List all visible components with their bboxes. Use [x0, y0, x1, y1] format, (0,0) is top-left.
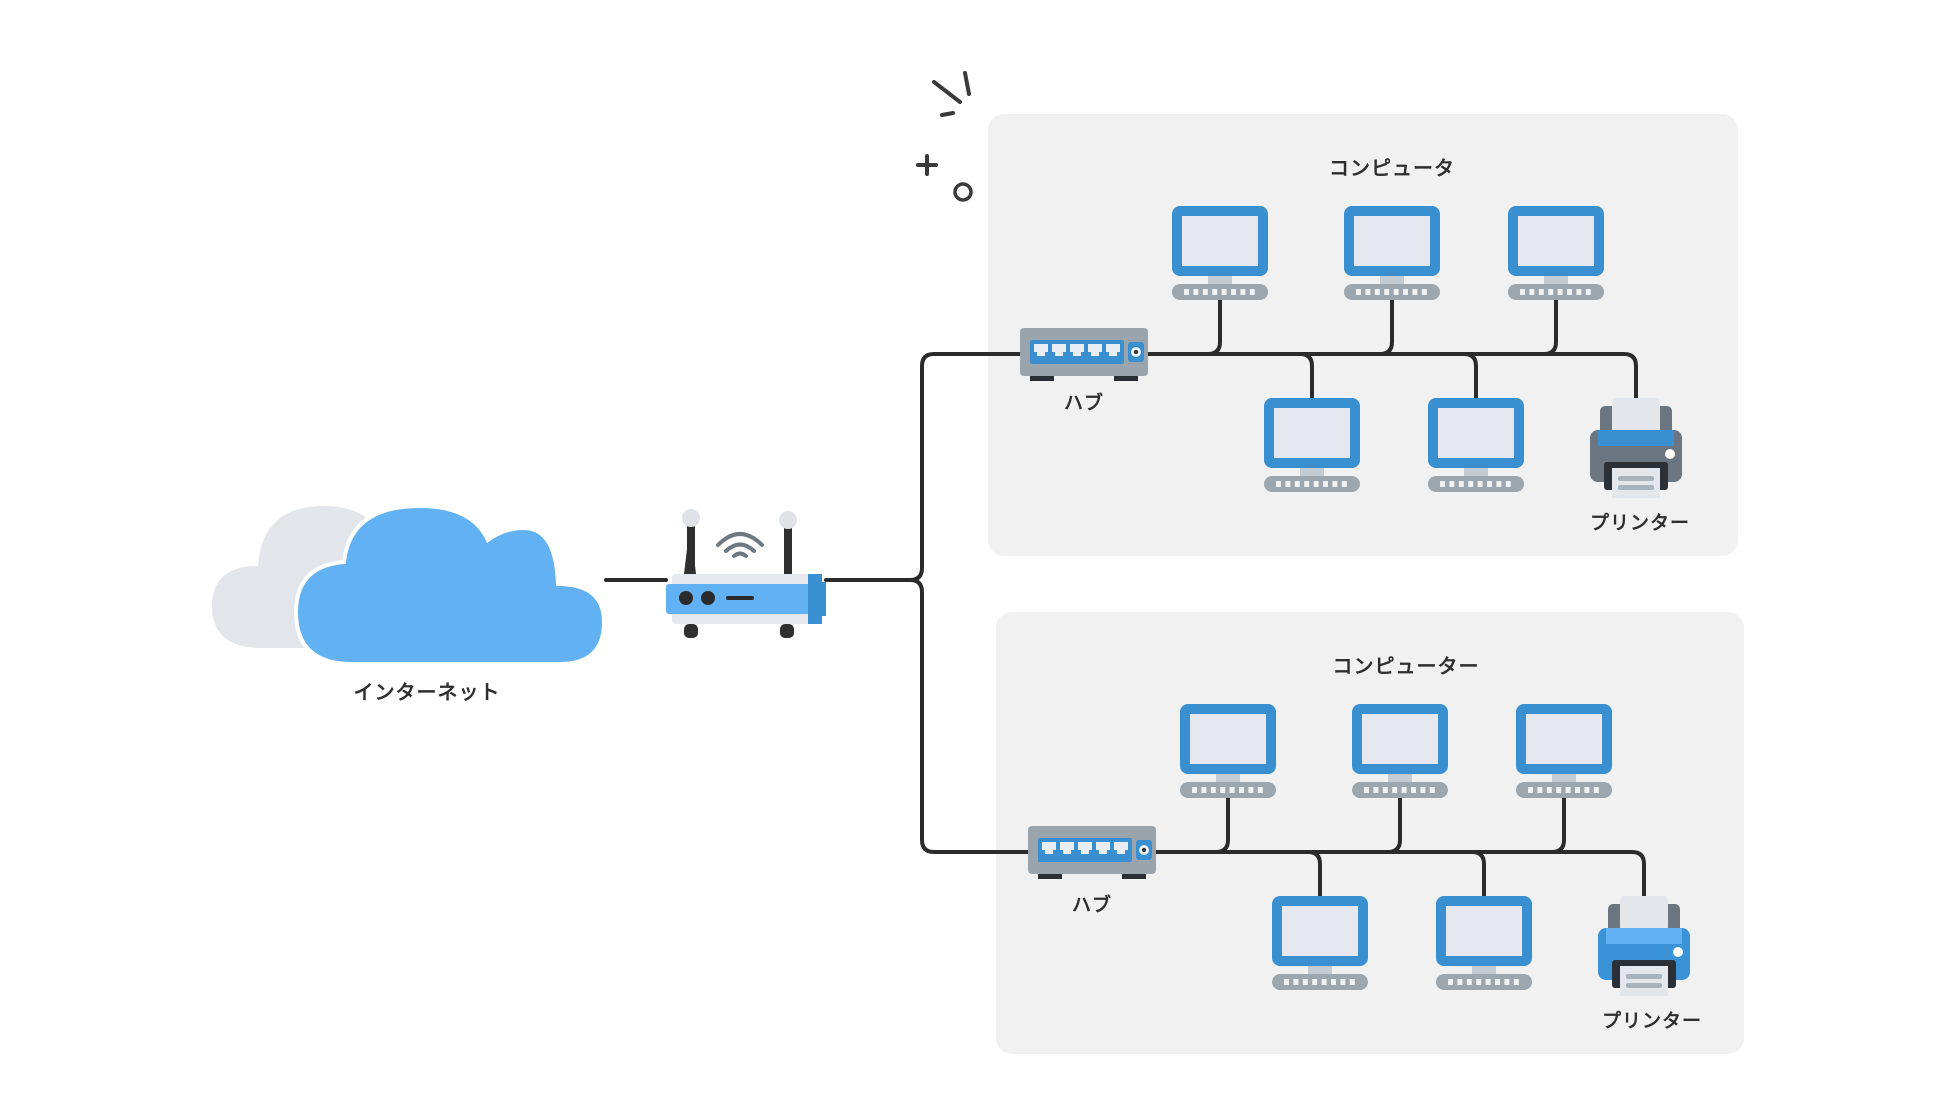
- bus-panel-2: [1152, 850, 1646, 900]
- sparkle-decoration-icon: [916, 71, 973, 202]
- desktop-computer-1-3-icon[interactable]: [1508, 206, 1604, 300]
- desktop-computer-1-1-icon[interactable]: [1172, 206, 1268, 300]
- wifi-router-icon[interactable]: [666, 509, 826, 638]
- network-hub-2-icon[interactable]: [1028, 826, 1156, 879]
- desktop-computer-1-5-icon[interactable]: [1428, 398, 1524, 492]
- printer-1-icon[interactable]: [1590, 398, 1682, 498]
- printer-2-label: プリンター: [1601, 1010, 1703, 1032]
- cloud-front-icon: [293, 503, 607, 666]
- desktop-computer-2-5-icon[interactable]: [1436, 896, 1532, 990]
- desktop-computer-1-4-icon[interactable]: [1264, 398, 1360, 492]
- network-2-title: コンピューター: [1332, 654, 1480, 678]
- printer-1-label: プリンター: [1589, 512, 1691, 534]
- bus-panel-1: [1144, 352, 1638, 402]
- desktop-computer-2-2-icon[interactable]: [1352, 704, 1448, 798]
- link-router-trunk: [824, 352, 1022, 582]
- printer-2-icon[interactable]: [1598, 896, 1690, 996]
- desktop-computer-1-2-icon[interactable]: [1344, 206, 1440, 300]
- network-hub-1-icon[interactable]: [1020, 328, 1148, 381]
- link-trunk-panel2: [908, 578, 1032, 854]
- desktop-computer-2-3-icon[interactable]: [1516, 704, 1612, 798]
- network-1-title: コンピュータ: [1329, 156, 1455, 180]
- desktop-computer-2-1-icon[interactable]: [1180, 704, 1276, 798]
- connection-lines: [604, 296, 1646, 900]
- hub-1-label: ハブ: [1063, 392, 1105, 414]
- cloud-icon[interactable]: [212, 503, 607, 666]
- desktop-computer-2-4-icon[interactable]: [1272, 896, 1368, 990]
- hub-2-label: ハブ: [1071, 894, 1113, 916]
- wifi-signal-icon: [716, 532, 764, 558]
- internet-label: インターネット: [353, 680, 501, 704]
